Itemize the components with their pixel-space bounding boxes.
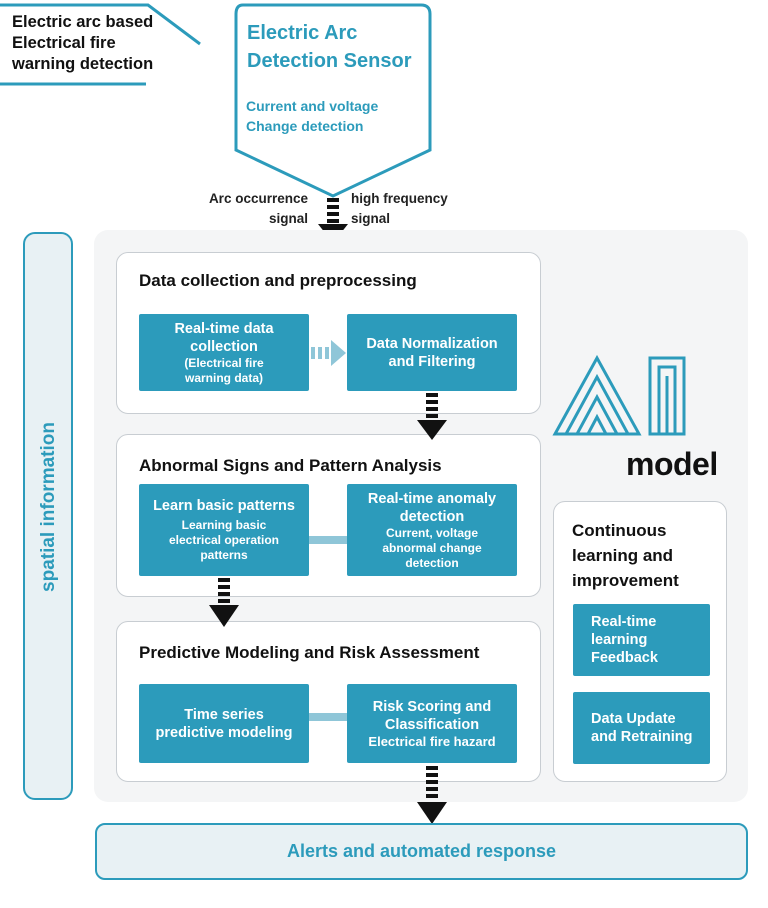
spatial-information-bar (23, 232, 73, 800)
signal-label-left: Arc occurrence signal (208, 191, 308, 226)
signal-label-right: high frequency signal (351, 191, 448, 226)
spatial-information-label: spatial information (38, 422, 59, 592)
box-learn-patterns-sub: Learning basic electrical operation patt… (168, 518, 280, 562)
box-risk-scoring-label: Risk Scoring and Classification (372, 699, 492, 733)
box-realtime-feedback-label: Real-time learning Feedback (591, 614, 658, 666)
stage-title-pattern-analysis: Abnormal Signs and Pattern Analysis (139, 456, 442, 475)
stage-title-predictive-modeling: Predictive Modeling and Risk Assessment (139, 643, 480, 662)
box-anomaly-detection-sub: Current, voltage abnormal change detecti… (382, 525, 482, 570)
header-tag-outline (0, 3, 201, 46)
box-learn-patterns: Learn basic patterns Learning basic elec… (139, 484, 309, 576)
sensor-subtitle: Current and voltage Change detection (246, 98, 379, 134)
diagram-title-tag: Electric arc based Electrical fire warni… (12, 13, 154, 73)
box-realtime-feedback: Real-time learning Feedback (573, 604, 710, 676)
ai-logo-icon (552, 355, 686, 436)
alerts-response-label: Alerts and automated response (286, 841, 557, 861)
box-normalization: Data Normalization and Filtering (347, 314, 517, 391)
box-time-series-label: Time series predictive modeling (155, 706, 293, 741)
box-anomaly-detection-label: Real-time anomaly detection (367, 490, 497, 525)
box-data-update-label: Data Update and Retraining (591, 711, 693, 745)
stage-title-data-collection: Data collection and preprocessing (139, 271, 417, 290)
box-data-update: Data Update and Retraining (573, 692, 710, 764)
sensor-title: Electric Arc Detection Sensor (247, 22, 412, 72)
box-learn-patterns-label: Learn basic patterns (153, 498, 295, 514)
box-risk-scoring-sub: Electrical fire hazard (368, 734, 496, 749)
box-time-series: Time series predictive modeling (139, 684, 309, 763)
box-risk-scoring: Risk Scoring and Classification Electric… (347, 684, 517, 763)
alerts-response-bar: Alerts and automated response (95, 823, 748, 880)
box-anomaly-detection: Real-time anomaly detection Current, vol… (347, 484, 517, 576)
continuous-learning-title: Continuous learning and improvement (572, 521, 679, 590)
box-realtime-collection: Real-time data collection (Electrical fi… (139, 314, 309, 391)
sensor-shape (234, 3, 432, 198)
box-realtime-collection-label: Real-time data collection (174, 320, 274, 355)
box-normalization-label: Data Normalization and Filtering (366, 335, 498, 370)
ai-model-label: model (626, 446, 718, 482)
box-realtime-collection-sub: (Electrical fire warning data) (184, 355, 264, 385)
